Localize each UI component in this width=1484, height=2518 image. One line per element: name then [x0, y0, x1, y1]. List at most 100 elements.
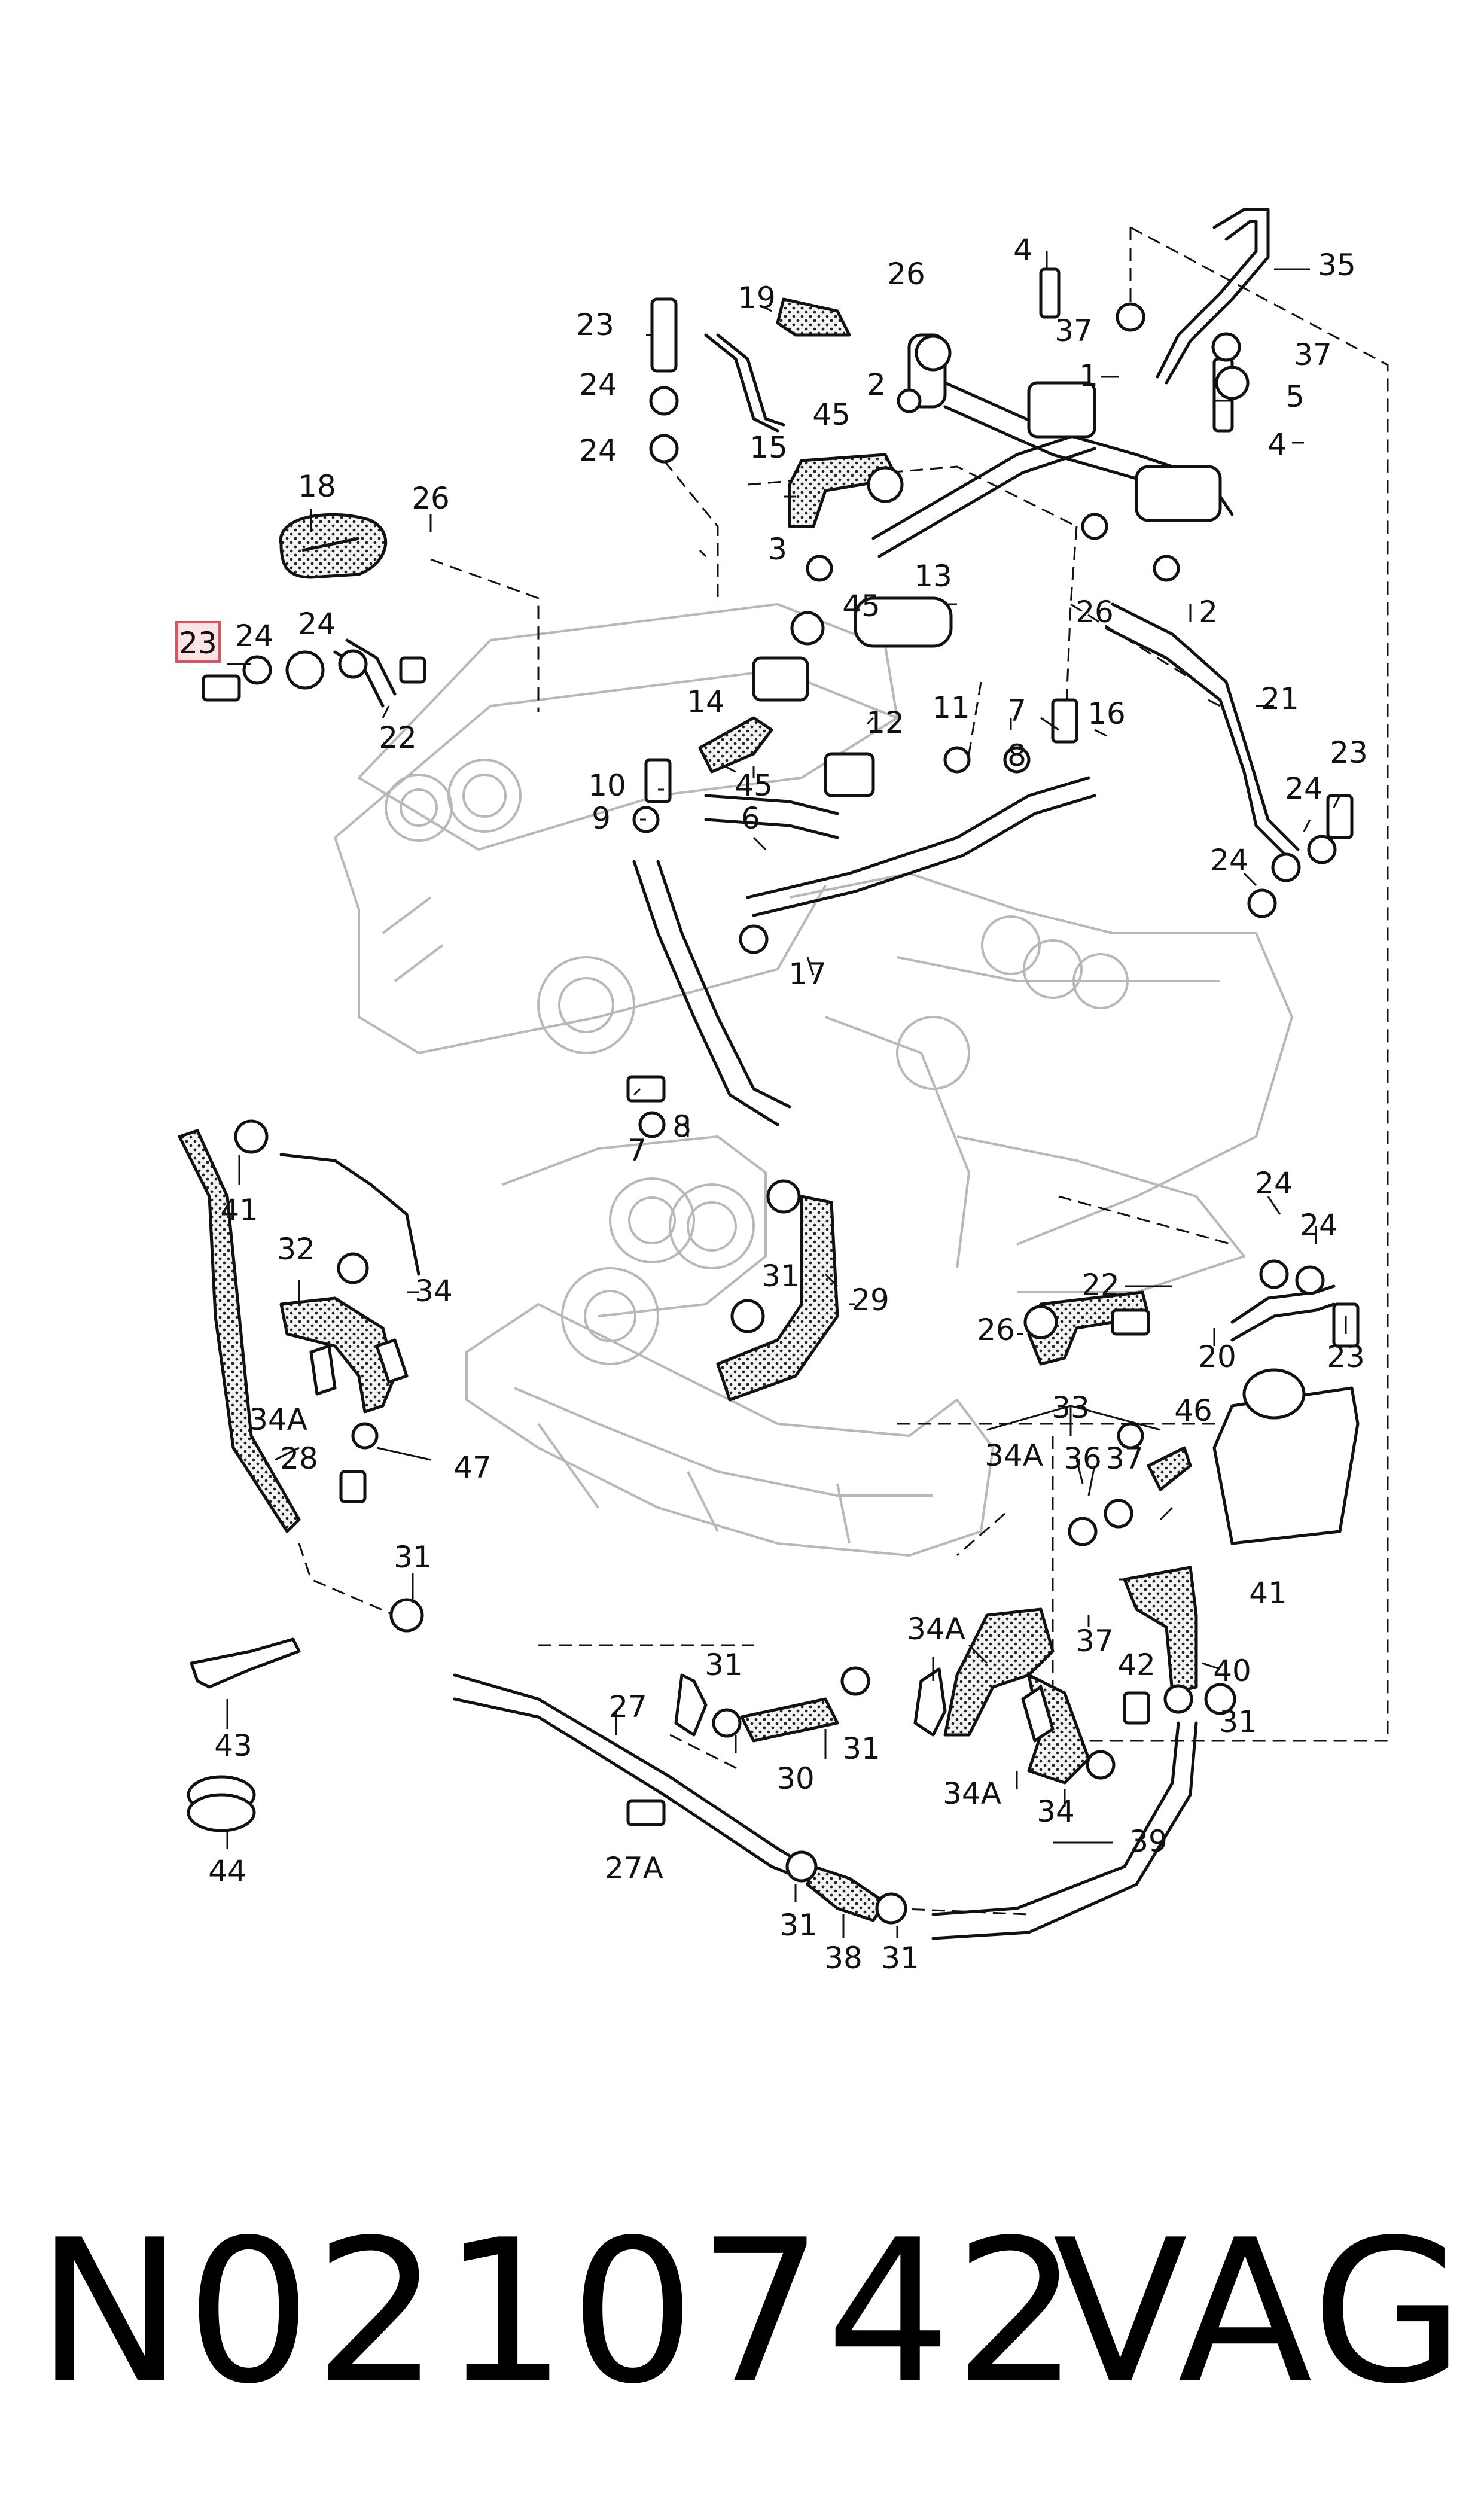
callout-32: 32 — [277, 1232, 315, 1266]
callout-36: 36 — [1064, 1441, 1102, 1476]
callout-35: 35 — [1318, 248, 1356, 282]
callout-24: 24 — [298, 607, 336, 641]
callout-24: 24 — [1285, 771, 1323, 806]
callout-14: 14 — [687, 684, 725, 719]
callout-31: 31 — [842, 1731, 880, 1766]
callout-27A: 27A — [605, 1851, 663, 1886]
callout-16: 16 — [1087, 696, 1126, 731]
callout-3: 3 — [768, 532, 787, 567]
callout-10: 10 — [588, 768, 626, 803]
callout-41: 41 — [1249, 1576, 1287, 1610]
callout-45: 45 — [842, 589, 880, 623]
hose-15 — [788, 453, 899, 528]
callout-34A: 34A — [907, 1612, 965, 1646]
callout-39: 39 — [1129, 1824, 1168, 1859]
callout-24: 24 — [579, 433, 617, 468]
callout-22: 22 — [1081, 1268, 1120, 1302]
callout-leaders — [226, 251, 1347, 1938]
callout-18: 18 — [298, 469, 336, 504]
callout-29: 29 — [851, 1283, 889, 1317]
callout-13: 13 — [914, 559, 952, 593]
callout-34A: 34A — [249, 1402, 307, 1437]
callout-41: 41 — [220, 1193, 258, 1228]
callout-15: 15 — [749, 430, 788, 465]
hose-14 — [698, 716, 773, 774]
callout-43: 43 — [214, 1728, 252, 1763]
callout-23: 23 — [1330, 735, 1368, 770]
callout-22: 22 — [379, 720, 417, 755]
hose-28 — [178, 1129, 301, 1533]
callout-23: 23 — [576, 307, 614, 342]
callout-21: 21 — [1261, 681, 1299, 716]
callout-34A: 34A — [943, 1776, 1001, 1811]
callout-26: 26 — [977, 1313, 1015, 1347]
callout-27: 27 — [609, 1689, 647, 1724]
callout-7: 7 — [627, 1133, 647, 1168]
callout-37: 37 — [1105, 1441, 1144, 1476]
callout-19: 19 — [738, 281, 776, 315]
pipes — [279, 208, 1336, 1940]
callout-23: 23 — [1327, 1339, 1365, 1374]
callout-34: 34 — [1037, 1794, 1075, 1829]
callout-12: 12 — [866, 705, 904, 740]
callout-8: 8 — [672, 1109, 691, 1144]
highlight-box-23 — [175, 621, 221, 663]
callout-11: 11 — [932, 690, 970, 725]
hose-30 — [740, 1697, 839, 1743]
callout-31: 31 — [1219, 1704, 1257, 1739]
hose-19 — [776, 297, 851, 337]
hose-18 — [279, 513, 388, 579]
callout-24: 24 — [1210, 843, 1248, 878]
callout-42: 42 — [1117, 1648, 1156, 1682]
callout-44: 44 — [208, 1854, 246, 1889]
callout-31: 31 — [394, 1540, 432, 1575]
callout-26: 26 — [1075, 595, 1114, 629]
callout-45: 45 — [735, 768, 773, 803]
callout-34: 34 — [415, 1274, 453, 1308]
engine-block — [334, 603, 1293, 1557]
callout-labels: 23 24 24 22 18 26 23 24 24 19 26 4 2 45 … — [179, 233, 1368, 1975]
callout-6: 6 — [741, 801, 760, 836]
callout-45: 45 — [812, 397, 851, 432]
hose-32 — [279, 1296, 397, 1414]
brand-label: VAG — [1053, 2197, 1467, 2427]
callout-33: 33 — [1052, 1390, 1090, 1425]
callout-2: 2 — [867, 367, 886, 402]
callout-26: 26 — [887, 257, 925, 291]
callout-24: 24 — [235, 619, 273, 653]
parts — [187, 267, 1360, 1925]
hose-38 — [806, 1865, 887, 1922]
callout-20: 20 — [1198, 1339, 1236, 1374]
callout-17: 17 — [788, 957, 827, 991]
callout-24: 24 — [1300, 1208, 1338, 1243]
callout-28: 28 — [280, 1441, 318, 1476]
callout-7: 7 — [1007, 693, 1026, 728]
part-code: N0210742 — [36, 2197, 1082, 2427]
callout-5: 5 — [1285, 379, 1305, 414]
callout-37: 37 — [1294, 337, 1332, 372]
callout-4: 4 — [1013, 233, 1032, 267]
callout-1: 1 — [1079, 358, 1098, 393]
callout-24: 24 — [1255, 1166, 1293, 1201]
callout-37: 37 — [1055, 313, 1093, 348]
callout-31: 31 — [761, 1259, 800, 1293]
hoses — [178, 297, 1198, 1922]
callout-31: 31 — [881, 1941, 919, 1975]
callout-40: 40 — [1213, 1654, 1251, 1688]
callout-4: 4 — [1267, 427, 1287, 462]
callout-31: 31 — [779, 1908, 818, 1942]
callout-24: 24 — [579, 367, 617, 402]
callout-47: 47 — [453, 1450, 492, 1485]
hose-29 — [716, 1195, 839, 1402]
callout-46: 46 — [1174, 1393, 1212, 1428]
callout-8: 8 — [1007, 738, 1026, 773]
callout-30: 30 — [776, 1761, 815, 1796]
callout-38: 38 — [824, 1941, 863, 1975]
callout-26: 26 — [412, 481, 450, 516]
callout-23: 23 — [179, 626, 217, 660]
callout-2: 2 — [1199, 595, 1218, 629]
callout-34A: 34A — [985, 1438, 1043, 1473]
hose-34A-right — [943, 1607, 1055, 1737]
hose-46 — [1147, 1446, 1192, 1491]
